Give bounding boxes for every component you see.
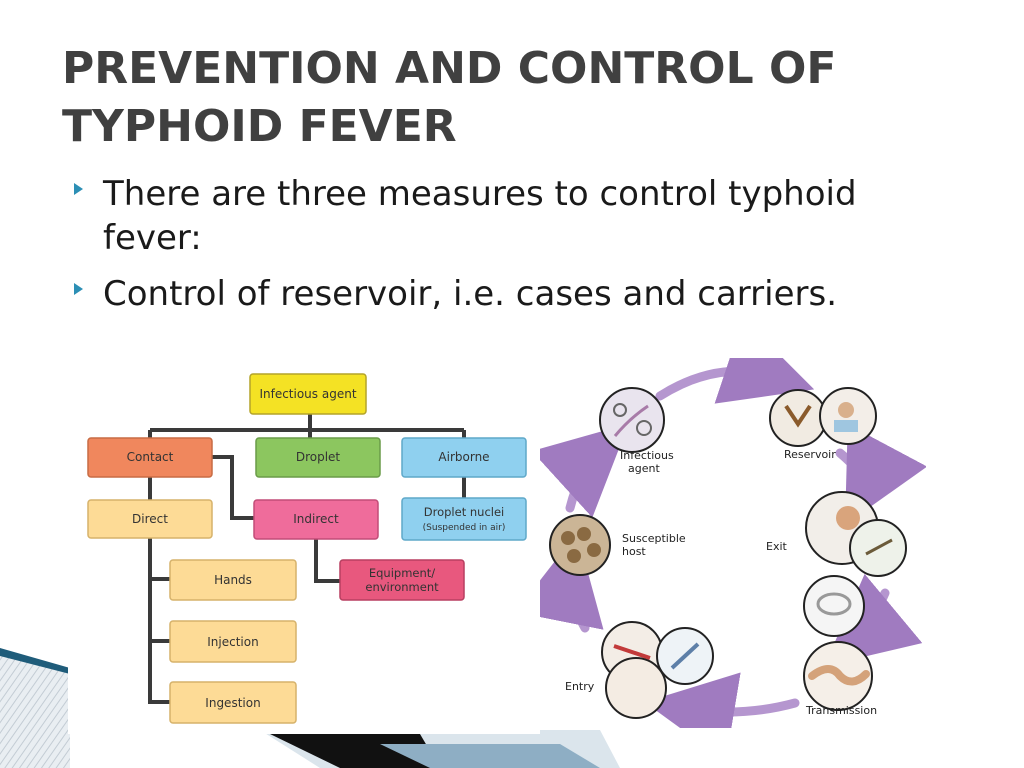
bullet-item: Control of reservoir, i.e. cases and car…	[74, 272, 934, 316]
indirect-label: Indirect	[293, 512, 339, 526]
airborne-node	[401, 437, 527, 478]
transmission-circle	[803, 641, 873, 711]
chain-of-infection-diagram: Infectious agent Reservoir Exit	[515, 318, 928, 762]
bullet-arrow-icon	[74, 183, 83, 195]
transmission-label: Transmission	[805, 704, 877, 717]
reservoir-label: Reservoir	[784, 448, 836, 461]
bullet-item: There are three measures to control typh…	[74, 172, 934, 260]
chain-svg: Infectious agent Reservoir Exit	[515, 318, 928, 762]
susceptible-host-label-2: host	[622, 545, 646, 558]
susceptible-host-circle	[549, 514, 611, 576]
infectious-agent-circle	[599, 387, 665, 453]
droplet-label: Droplet	[296, 450, 341, 464]
infectious-agent-label: Infectious agent	[259, 387, 356, 401]
direct-node	[87, 499, 213, 539]
droplet-node	[255, 437, 381, 478]
injection-label: Injection	[207, 635, 258, 649]
droplet-nuclei-node	[401, 497, 527, 541]
equipment-label: Equipment/	[369, 566, 435, 580]
hands-node	[169, 559, 297, 601]
flowchart-svg: Infectious agent Contact Droplet Airborn…	[87, 373, 527, 724]
airborne-label: Airborne	[438, 450, 489, 464]
droplet-nuclei-label: Droplet nuclei	[424, 505, 504, 519]
direct-label: Direct	[132, 512, 168, 526]
exit-circle	[803, 491, 907, 637]
infectious-agent-node	[249, 373, 367, 415]
hands-label: Hands	[214, 573, 252, 587]
bullet-text: Control of reservoir, i.e. cases and car…	[103, 274, 838, 314]
ingestion-label: Ingestion	[205, 696, 260, 710]
infectious-agent-label-2: agent	[628, 462, 660, 475]
susceptible-host-label-1: Susceptible	[622, 532, 686, 545]
entry-circle	[601, 621, 714, 719]
contact-label: Contact	[127, 450, 174, 464]
entry-label: Entry	[565, 680, 595, 693]
contact-node	[87, 437, 213, 478]
infectious-agent-label-1: Infectious	[620, 449, 674, 462]
exit-label: Exit	[766, 540, 788, 553]
environment-label: environment	[365, 580, 439, 594]
equipment-environment-node	[339, 559, 465, 601]
droplet-nuclei-note: (Suspended in air)	[423, 523, 506, 533]
bullet-list: There are three measures to control typh…	[74, 172, 934, 328]
bullet-arrow-icon	[74, 283, 83, 295]
indirect-node	[253, 499, 379, 540]
slide-title: PREVENTION AND CONTROL OF TYPHOID FEVER	[62, 43, 837, 152]
reservoir-circle	[769, 387, 877, 447]
transmission-flowchart: Infectious agent Contact Droplet Airborn…	[68, 358, 540, 734]
injection-node	[169, 620, 297, 663]
bullet-text: There are three measures to control typh…	[103, 174, 857, 258]
ingestion-node	[169, 681, 297, 724]
